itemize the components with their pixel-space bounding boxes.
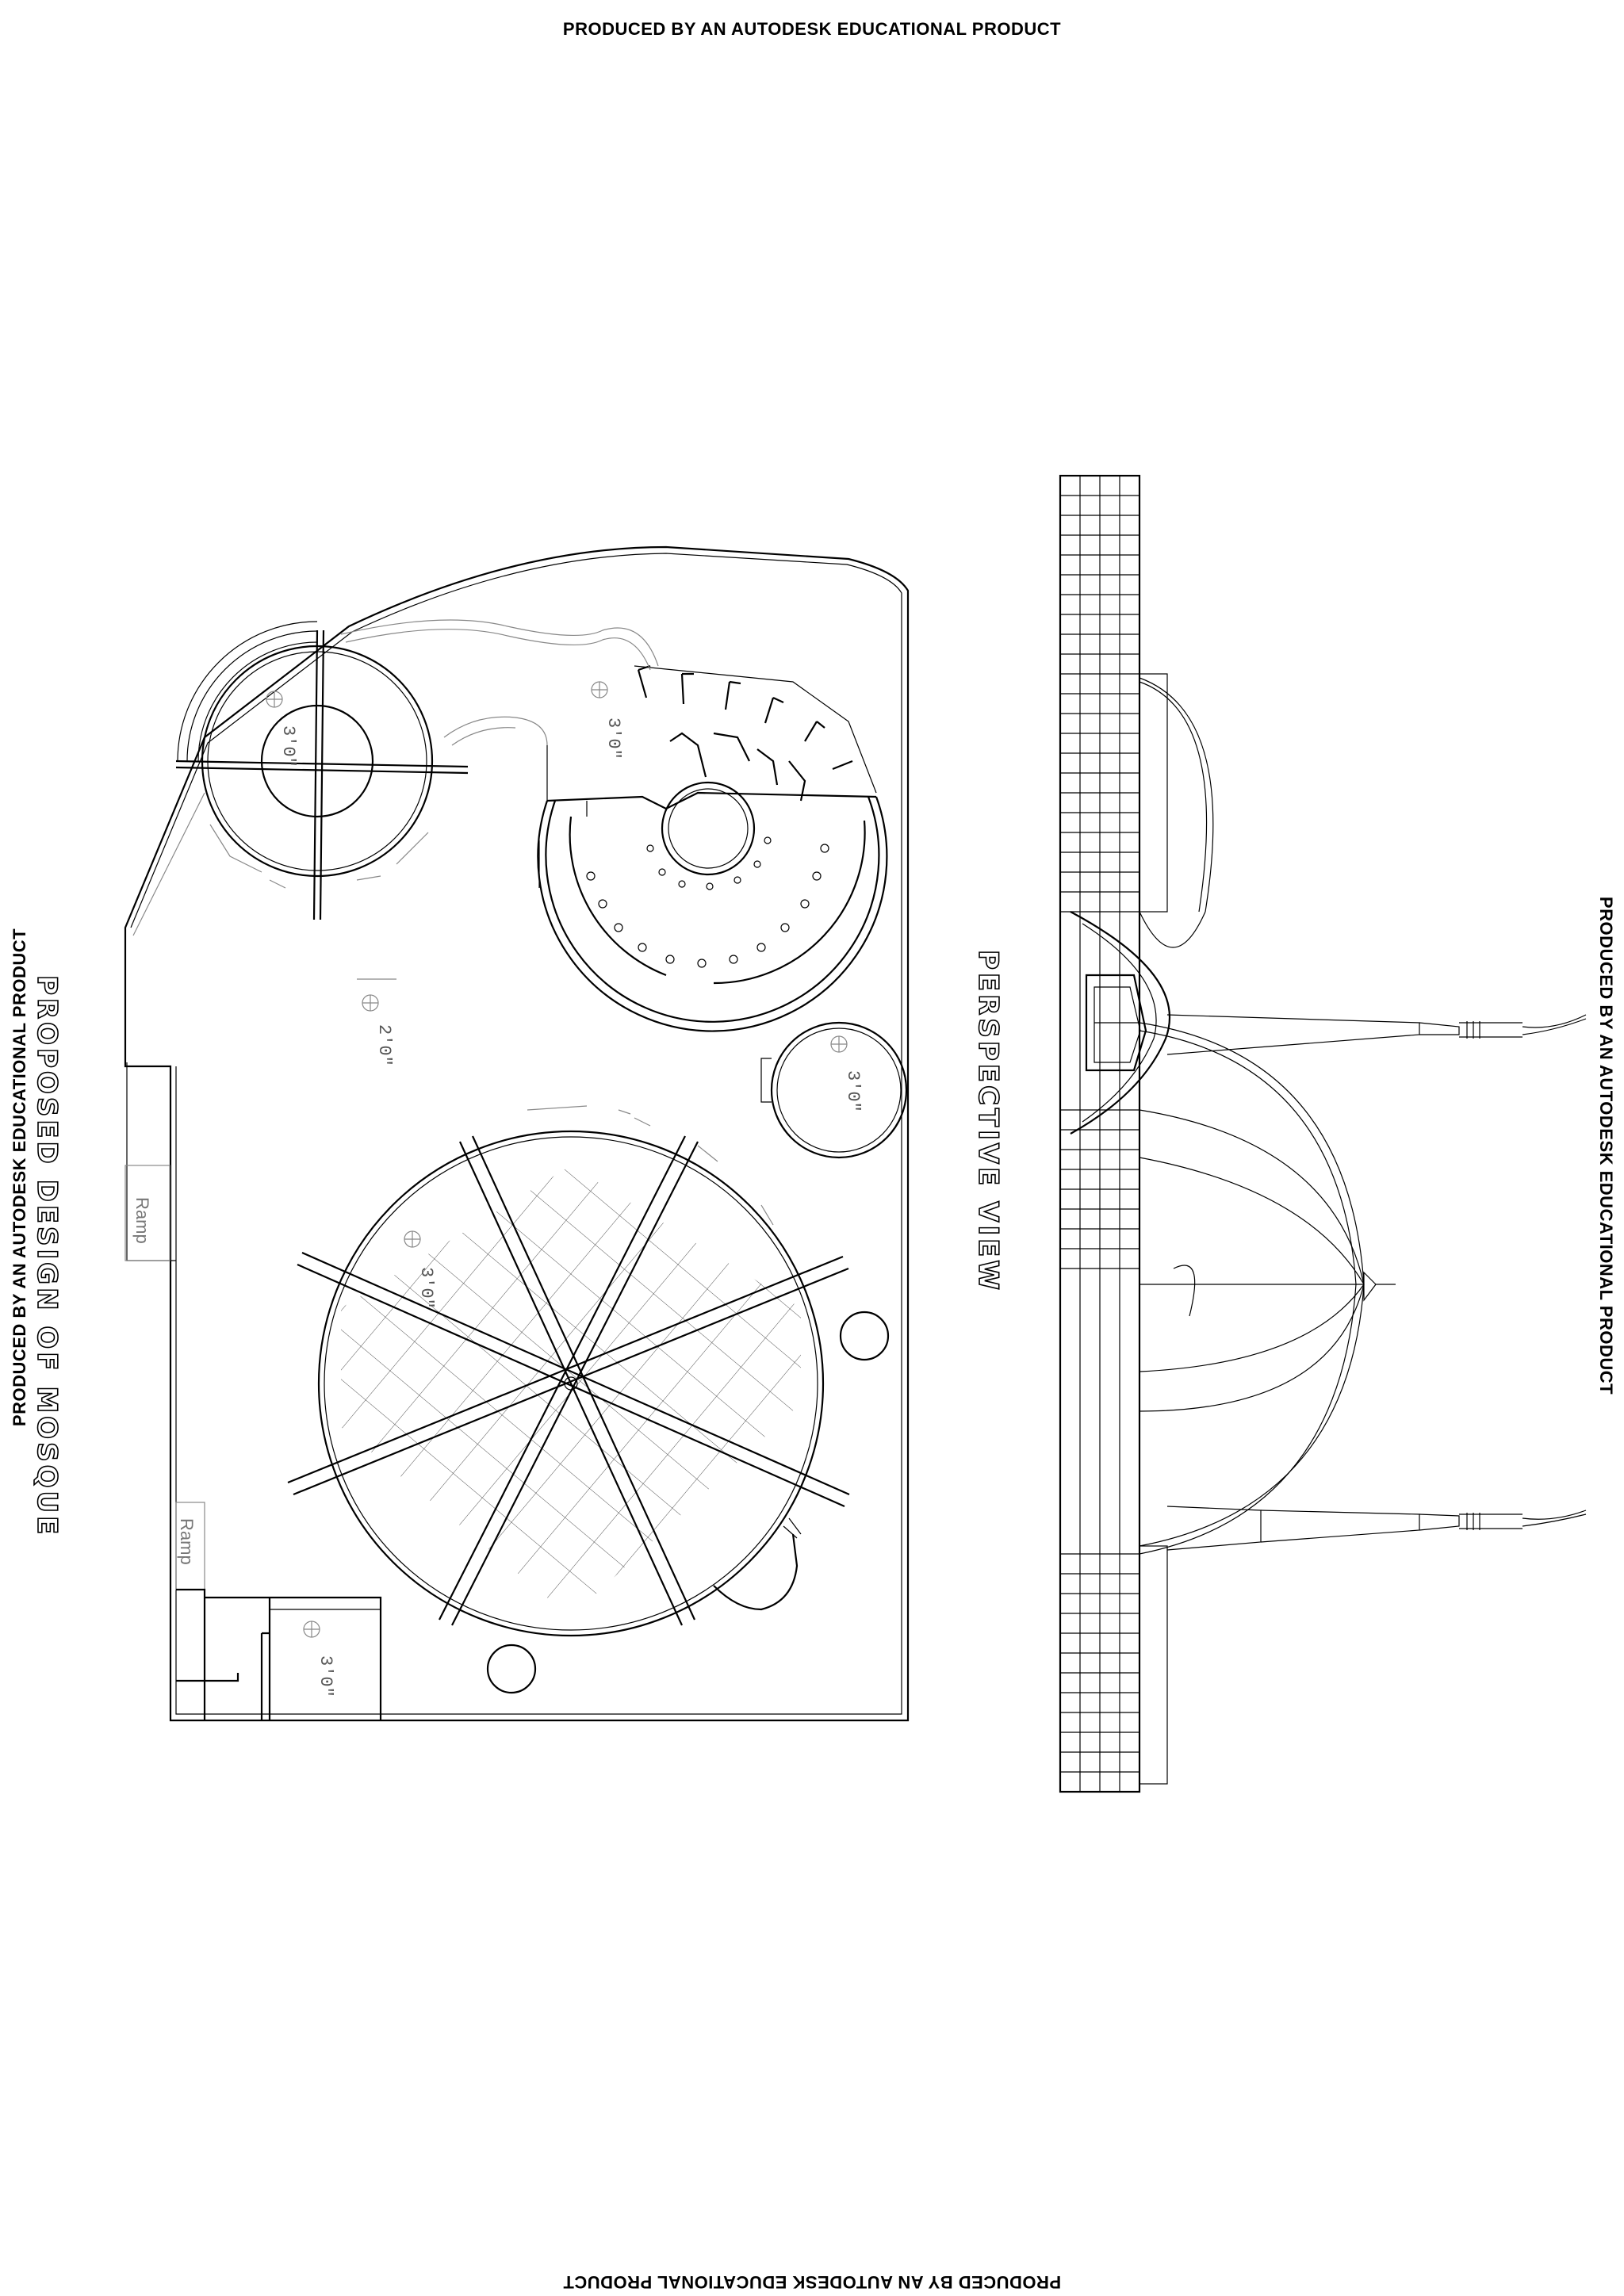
plan-title: PROPOSED DESIGN OF MOSQUE [31,975,63,1537]
site-boundary-inner [130,553,902,1715]
ramp-label-bottom: Ramp [177,1518,197,1565]
perspective-elevation: PERSPECTIVE VIEW [971,474,1587,1793]
spiral-structure: 3'0" [340,619,888,1032]
main-prayer-hall: 3'0" [287,1105,890,1694]
floor-plan: Ramp Ramp 3'0" [30,545,910,1722]
elevation-title: PERSPECTIVE VIEW [972,950,1004,1293]
level-label-4: 3'0" [843,1070,863,1112]
minaret-circle-left: 3'0" [175,621,469,920]
level-label-1: 3'0" [278,725,298,767]
ablution-rooms [176,1588,382,1720]
small-room-circle: 3'0" [760,1021,908,1159]
level-label-2: 3'0" [603,718,623,760]
site-boundary [124,545,910,1722]
ramp-top [124,1165,170,1261]
spire-lower [1166,1506,1587,1551]
watermark-top: PRODUCED BY AN AUTODESK EDUCATIONAL PROD… [562,19,1062,39]
ramp-label-top: Ramp [132,1197,152,1244]
level-label-3: 2'0" [374,1024,394,1066]
level-label-6: 3'0" [316,1655,335,1697]
spire-upper [1166,1014,1587,1055]
level-label-5: 3'0" [416,1267,436,1309]
tile-grid [1060,476,1139,1792]
main-dome-ribs [1139,1022,1365,1555]
